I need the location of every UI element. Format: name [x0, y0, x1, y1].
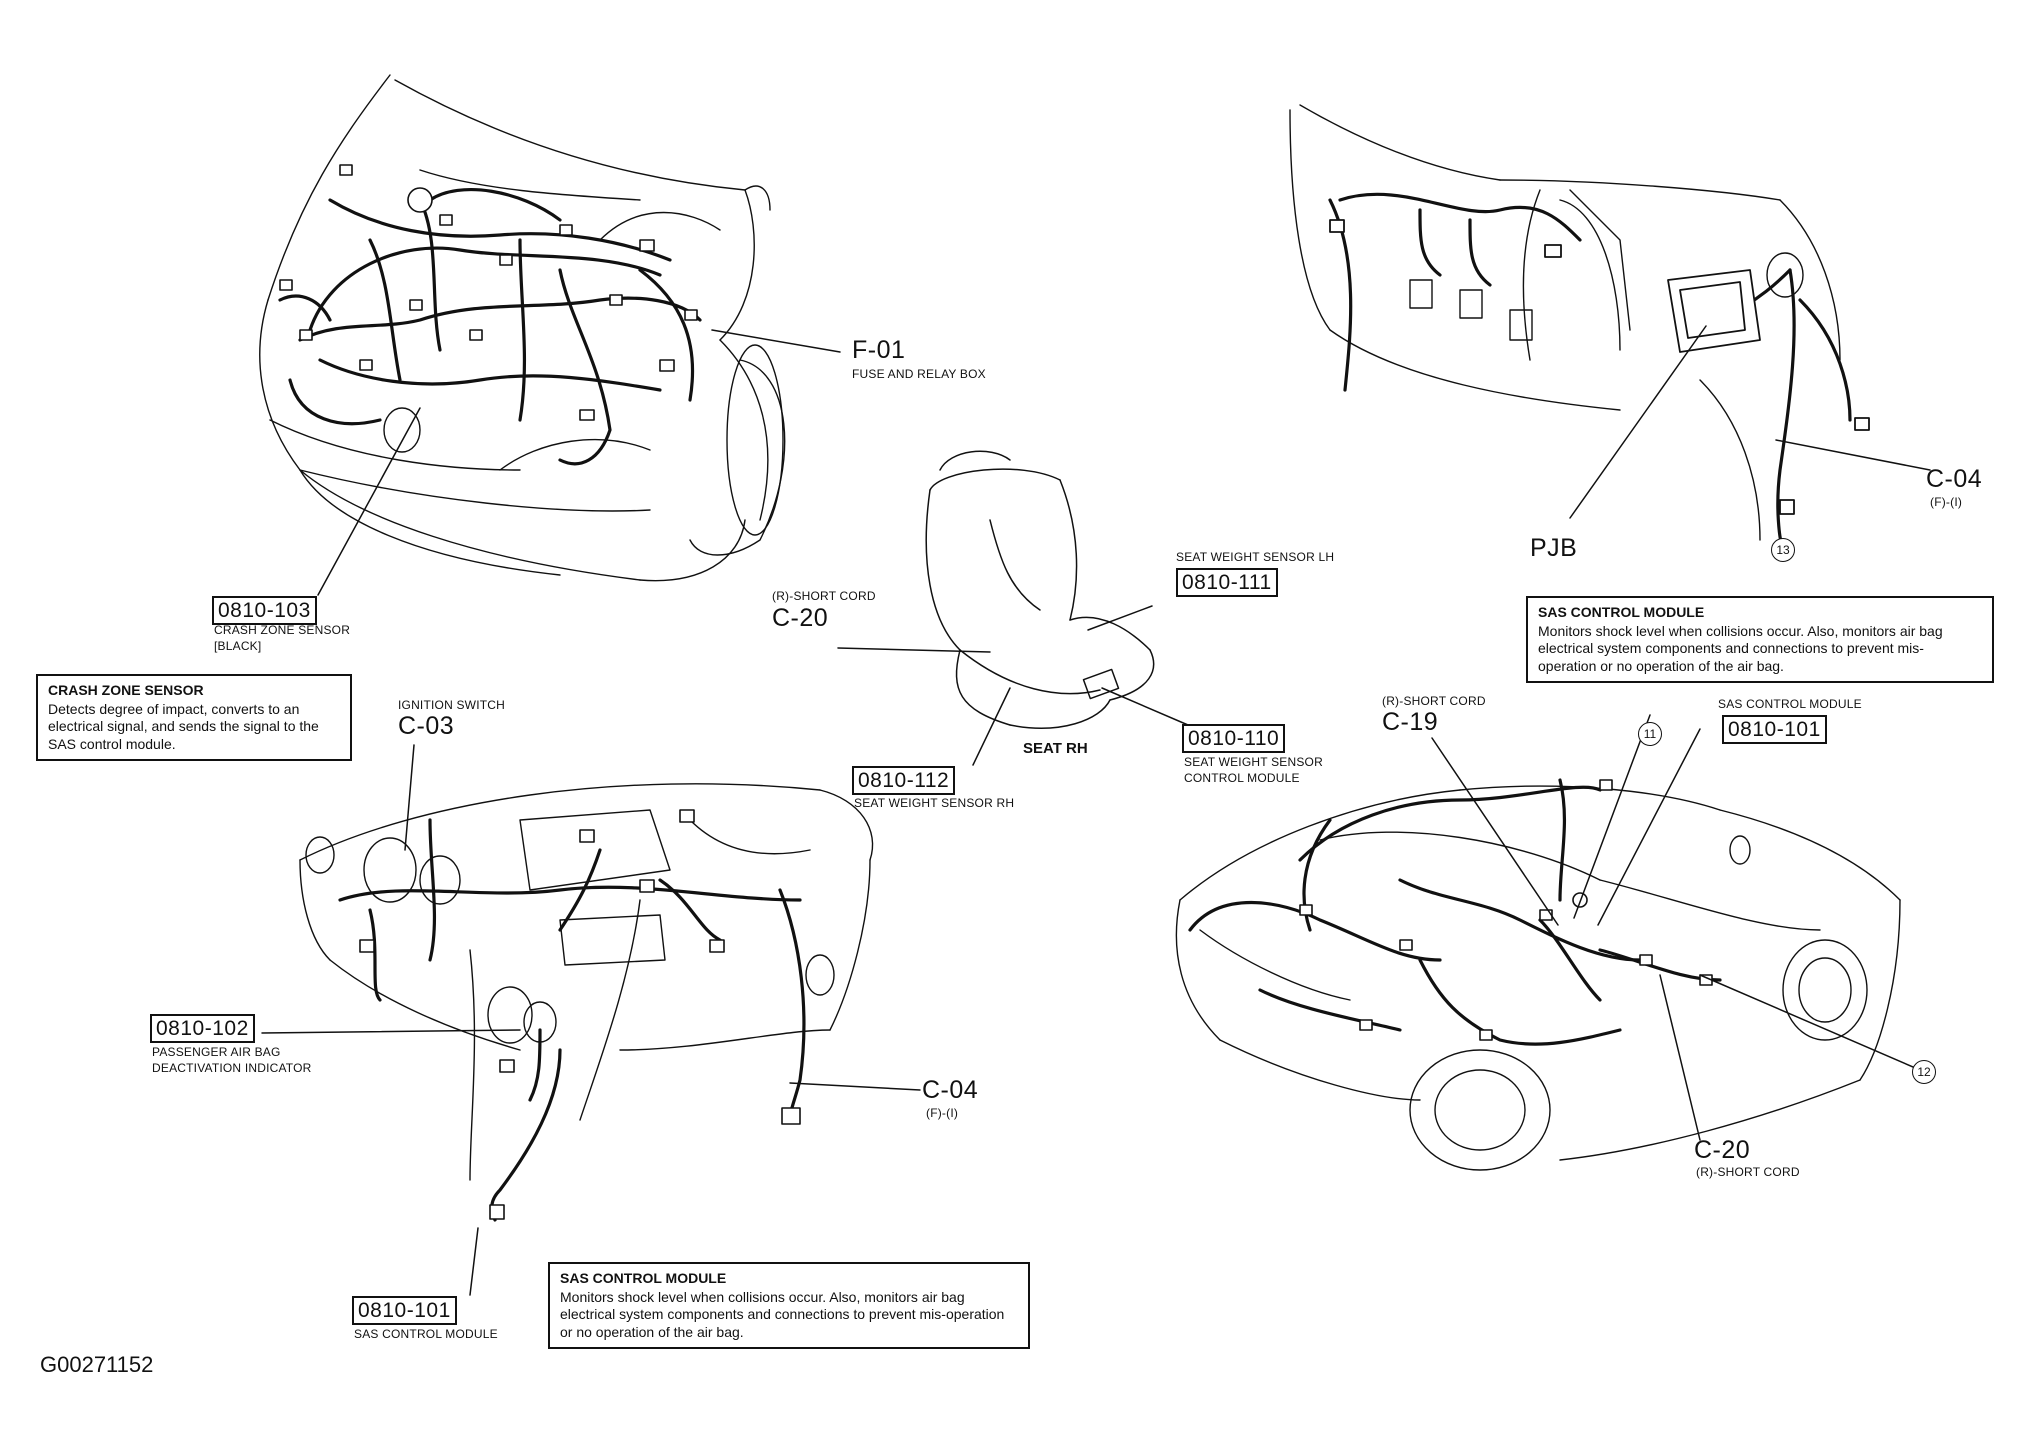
label-c19: C-19: [1382, 708, 1439, 736]
label-c04-dash: C-04: [922, 1076, 979, 1104]
box-0810-112: 0810-112: [852, 766, 956, 796]
circle-13: 13: [1771, 538, 1795, 562]
interior-harness: [1328, 192, 1852, 547]
circle-12: 12: [1912, 1060, 1936, 1084]
engine-connectors: [279, 164, 698, 421]
box-0810-101-right: 0810-101: [1722, 715, 1827, 745]
label-seat-weight-lh: SEAT WEIGHT SENSOR LH: [1176, 550, 1335, 564]
label-f01: F-01: [852, 336, 906, 364]
pjb-box: [1329, 219, 1870, 515]
label-crash-zone-sensor: CRASH ZONE SENSOR: [214, 623, 351, 637]
note-crash-body: Detects degree of impact, converts to an…: [48, 700, 319, 752]
note-sas-bottom-body: Monitors shock level when collisions occ…: [560, 1288, 1005, 1340]
label-c20-seat: C-20: [772, 604, 829, 632]
car-body-illustration: [1175, 785, 1901, 1171]
box-0810-111: 0810-111: [1176, 568, 1278, 598]
box-0810-102: 0810-102: [150, 1014, 255, 1044]
label-black: [BLACK]: [214, 639, 262, 653]
note-sas-bottom-title: SAS CONTROL MODULE: [560, 1270, 727, 1286]
note-sas-top: SAS CONTROL MODULE Monitors shock level …: [1526, 596, 1994, 683]
car-connectors: [1299, 779, 1713, 1041]
leader-lines: [261, 325, 1931, 1296]
dashboard-harness: [338, 818, 806, 1222]
note-sas-top-body: Monitors shock level when collisions occ…: [1538, 622, 1943, 674]
note-crash-title: CRASH ZONE SENSOR: [48, 682, 204, 698]
figure-id: G00271152: [40, 1352, 154, 1377]
label-c04-interior: C-04: [1926, 465, 1983, 493]
label-ignition-switch: IGNITION SWITCH: [398, 698, 505, 712]
engine-bay-illustration: [259, 74, 786, 582]
circle-11: 11: [1638, 722, 1662, 746]
note-sas-bottom: SAS CONTROL MODULE Monitors shock level …: [548, 1262, 1030, 1349]
label-fi-dash: (F)-(I): [926, 1106, 959, 1120]
label-c20-car: C-20: [1694, 1136, 1751, 1164]
seat-illustration: [925, 450, 1155, 729]
label-swscm-2: CONTROL MODULE: [1184, 771, 1300, 785]
box-0810-103: 0810-103: [212, 596, 317, 626]
label-pab-2: DEACTIVATION INDICATOR: [152, 1061, 312, 1075]
label-r-short-cord-c19: (R)-SHORT CORD: [1382, 694, 1486, 708]
car-harness: [1188, 778, 1722, 1046]
label-pjb: PJB: [1530, 534, 1578, 562]
box-0810-101-left: 0810-101: [352, 1296, 457, 1326]
label-swscm-1: SEAT WEIGHT SENSOR: [1184, 755, 1323, 769]
label-pab-1: PASSENGER AIR BAG: [152, 1045, 281, 1059]
label-sas-control-module-right: SAS CONTROL MODULE: [1718, 697, 1862, 711]
label-r-short-cord-car: (R)-SHORT CORD: [1696, 1165, 1800, 1179]
dashboard-illustration: [299, 783, 874, 1181]
engine-harness: [278, 188, 702, 466]
dashboard-connectors: [359, 809, 801, 1220]
note-sas-top-title: SAS CONTROL MODULE: [1538, 604, 1705, 620]
label-seat-weight-rh: SEAT WEIGHT SENSOR RH: [854, 796, 1015, 810]
label-fi-interior: (F)-(I): [1930, 495, 1963, 509]
label-r-short-cord-seat: (R)-SHORT CORD: [772, 589, 876, 603]
label-fuse-relay-box: FUSE AND RELAY BOX: [852, 367, 986, 381]
box-0810-110: 0810-110: [1182, 724, 1286, 754]
label-sas-control-module-left: SAS CONTROL MODULE: [354, 1327, 498, 1341]
label-c03: C-03: [398, 712, 455, 740]
label-seat-rh: SEAT RH: [1023, 740, 1088, 757]
note-crash-zone-sensor: CRASH ZONE SENSOR Detects degree of impa…: [36, 674, 352, 761]
